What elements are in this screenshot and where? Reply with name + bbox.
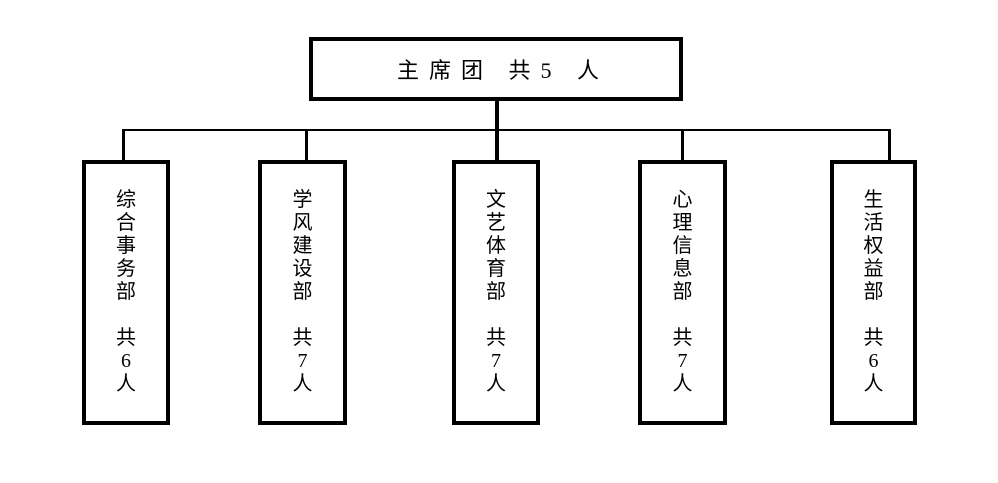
dept-name-label: 学风建设部 xyxy=(292,189,313,303)
connector-root-stub xyxy=(495,101,499,130)
dept-name-label: 心理信息部 xyxy=(672,189,693,303)
connector-drop-dept-5 xyxy=(888,131,891,161)
dept-name-label: 生活权益部 xyxy=(863,189,884,303)
root-node-box: 主席团 共5 人 xyxy=(309,37,683,101)
connector-drop-dept-1 xyxy=(122,131,125,161)
dept-name-label: 文艺体育部 xyxy=(486,189,506,303)
connector-drop-dept-2 xyxy=(305,131,308,161)
connector-drop-dept-3 xyxy=(495,131,499,161)
dept-name-label: 综合事务部 xyxy=(116,189,136,303)
root-node-label: 主席团 共5 人 xyxy=(396,58,609,83)
connector-drop-dept-4 xyxy=(681,131,684,161)
connector-horizontal-bar xyxy=(122,129,891,131)
